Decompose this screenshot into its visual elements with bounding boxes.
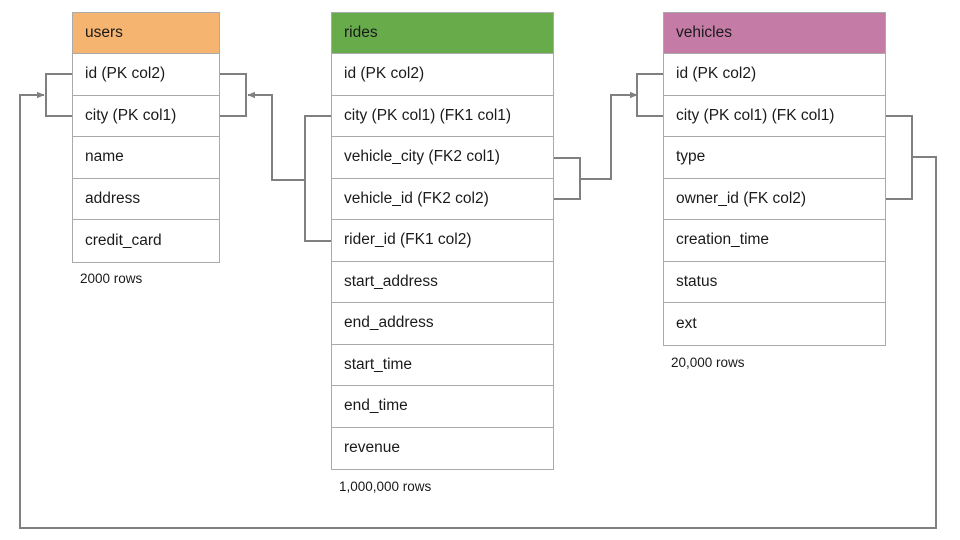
connector-vehicles-pk-bracket xyxy=(636,73,663,117)
column-vehicles-status: status xyxy=(676,272,718,290)
table-row[interactable]: address xyxy=(73,178,219,220)
column-vehicles-city: city (PK col1) (FK col1) xyxy=(676,106,835,124)
row-count-vehicles: 20,000 rows xyxy=(671,355,745,370)
table-row[interactable]: rider_id (FK1 col2) xyxy=(332,220,553,262)
column-rides-start-address: start_address xyxy=(344,272,438,290)
table-row[interactable]: revenue xyxy=(332,427,553,469)
column-users-id: id (PK col2) xyxy=(85,65,166,83)
connector-rides-fk2-to-vehicles xyxy=(554,91,638,200)
table-row[interactable]: ext xyxy=(664,303,885,345)
table-users-title: users xyxy=(73,13,219,54)
column-vehicles-creation-time: creation_time xyxy=(676,231,770,249)
table-row[interactable]: city (PK col1) (FK col1) xyxy=(664,95,885,137)
column-rides-rider-id: rider_id (FK1 col2) xyxy=(344,231,472,249)
column-vehicles-ext: ext xyxy=(676,314,697,332)
column-rides-id: id (PK col2) xyxy=(344,65,425,83)
column-users-city: city (PK col1) xyxy=(85,106,177,124)
column-rides-start-time: start_time xyxy=(344,355,413,373)
row-count-rides: 1,000,000 rows xyxy=(339,479,432,494)
column-users-name: name xyxy=(85,148,124,166)
column-rides-end-time: end_time xyxy=(344,397,408,415)
column-rides-revenue: revenue xyxy=(344,439,401,457)
table-rides-title-label: rides xyxy=(344,24,378,41)
table-row[interactable]: id (PK col2) xyxy=(332,54,553,96)
table-row[interactable]: city (PK col1) (FK1 col1) xyxy=(332,95,553,137)
table-row[interactable]: start_time xyxy=(332,344,553,386)
table-users-title-label: users xyxy=(85,24,123,41)
table-row[interactable]: start_address xyxy=(332,261,553,303)
table-row[interactable]: vehicle_id (FK2 col2) xyxy=(332,178,553,220)
column-rides-vehicle-id: vehicle_id (FK2 col2) xyxy=(344,189,489,207)
table-row[interactable]: creation_time xyxy=(664,220,885,262)
table-row[interactable]: city (PK col1) xyxy=(73,95,219,137)
table-row[interactable]: type xyxy=(664,137,885,179)
table-row[interactable]: end_time xyxy=(332,386,553,428)
connector-rides-fk1-to-users xyxy=(247,91,331,242)
column-rides-end-address: end_address xyxy=(344,314,434,332)
table-row[interactable]: vehicle_city (FK2 col1) xyxy=(332,137,553,179)
table-row[interactable]: name xyxy=(73,137,219,179)
table-row[interactable]: id (PK col2) xyxy=(664,54,885,96)
table-rides-title: rides xyxy=(332,13,553,54)
table-row[interactable]: status xyxy=(664,261,885,303)
column-users-address: address xyxy=(85,189,141,207)
column-vehicles-owner-id: owner_id (FK col2) xyxy=(676,189,807,207)
row-count-users: 2000 rows xyxy=(80,271,143,286)
column-rides-vehicle-city: vehicle_city (FK2 col1) xyxy=(344,148,500,166)
column-users-credit-card: credit_card xyxy=(85,231,162,249)
column-vehicles-type: type xyxy=(676,148,706,166)
table-row[interactable]: credit_card xyxy=(73,220,219,262)
table-row[interactable]: end_address xyxy=(332,303,553,345)
table-rides[interactable]: rides id (PK col2) city (PK col1) (FK1 c… xyxy=(331,12,554,470)
column-vehicles-id: id (PK col2) xyxy=(676,65,757,83)
connector-users-right-bracket xyxy=(220,73,247,117)
column-rides-city: city (PK col1) (FK1 col1) xyxy=(344,106,512,124)
connector-users-pk-bracket xyxy=(45,73,72,117)
table-vehicles[interactable]: vehicles id (PK col2) city (PK col1) (FK… xyxy=(663,12,886,346)
table-vehicles-title: vehicles xyxy=(664,13,885,54)
table-row[interactable]: owner_id (FK col2) xyxy=(664,178,885,220)
table-row[interactable]: id (PK col2) xyxy=(73,54,219,96)
table-vehicles-title-label: vehicles xyxy=(676,24,732,41)
table-users[interactable]: users id (PK col2) city (PK col1) name a… xyxy=(72,12,220,263)
